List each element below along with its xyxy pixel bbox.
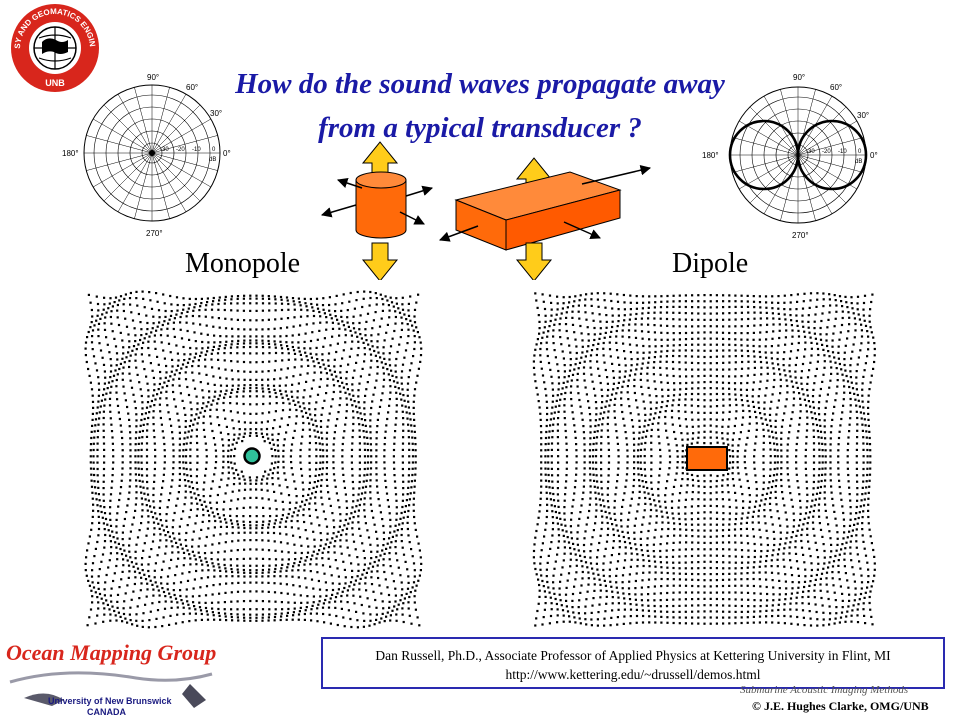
cylinder-transducer [320,141,434,280]
omg-name: Ocean Mapping Group [6,640,217,665]
dipole-polar-grid [728,86,868,224]
sonar-fish-icon [182,684,206,708]
angle-label-0: 0° [223,149,231,158]
down-arrow-icon [361,242,399,280]
monopole-source [243,447,261,465]
db-unit-label: dB [209,157,216,163]
slab-transducer [439,157,652,280]
angle-label-90: 90° [147,73,159,82]
university-name: University of New Brunswick [48,696,172,706]
citation-author: Dan Russell, Ph.D., Associate Professor … [375,648,891,663]
angle-label-60: 60° [830,83,842,92]
db-label-30: -30 [160,147,169,153]
angle-label-30: 30° [857,111,869,120]
angle-label-270: 270° [146,229,163,238]
logo-unb-text: UNB [45,78,65,88]
citation-box: Dan Russell, Ph.D., Associate Professor … [321,637,945,689]
unb-logo: GEODESY AND GEOMATICS ENGINEERING UNB [6,2,99,92]
dipole-lobe-right [796,119,868,191]
angle-label-180: 180° [702,151,719,160]
db-unit-label: dB [855,159,862,165]
citation-url: http://www.kettering.edu/~drussell/demos… [505,667,761,682]
monopole-wave-field [84,290,423,629]
title-line-1: How do the sound waves propagate away [235,68,725,100]
db-label-10: -10 [192,147,201,153]
angle-label-90: 90° [793,73,805,82]
country-name: CANADA [87,707,126,717]
slide-title: How do the sound waves propagate away fr… [150,62,810,150]
dipole-polar-plot: 90° 60° 30° 0° 180° 270° -30 -20 -10 0 d… [702,73,878,240]
db-label-20: -20 [822,149,831,155]
course-name: Submarine Acoustic Imaging Methods [740,684,909,696]
angle-label-30: 30° [210,109,222,118]
monopole-polar-grid [83,84,221,222]
db-label-0: 0 [212,147,216,153]
db-label-30: -30 [806,149,815,155]
down-arrow-icon [515,242,553,280]
fish-icon [24,693,64,706]
omg-emblem [9,671,213,708]
dipole-source [686,446,728,471]
monopole-label: Monopole [185,248,301,279]
angle-label-270: 270° [792,231,809,240]
title-line-2: from a typical transducer ? [318,112,642,144]
angle-label-0: 0° [870,151,878,160]
dipole-wave-field [532,292,876,627]
angle-label-60: 60° [186,83,198,92]
dipole-label: Dipole [672,248,749,279]
db-label-0: 0 [858,149,862,155]
angle-label-180: 180° [62,149,79,158]
db-label-10: -10 [838,149,847,155]
monopole-polar-plot: 90° 60° 30° 0° 180° 270° -30 -20 -10 0 d… [62,73,231,238]
transducer-illustration [320,141,652,280]
db-label-20: -20 [176,147,185,153]
copyright-line: © J.E. Hughes Clarke, OMG/UNB [752,699,929,713]
